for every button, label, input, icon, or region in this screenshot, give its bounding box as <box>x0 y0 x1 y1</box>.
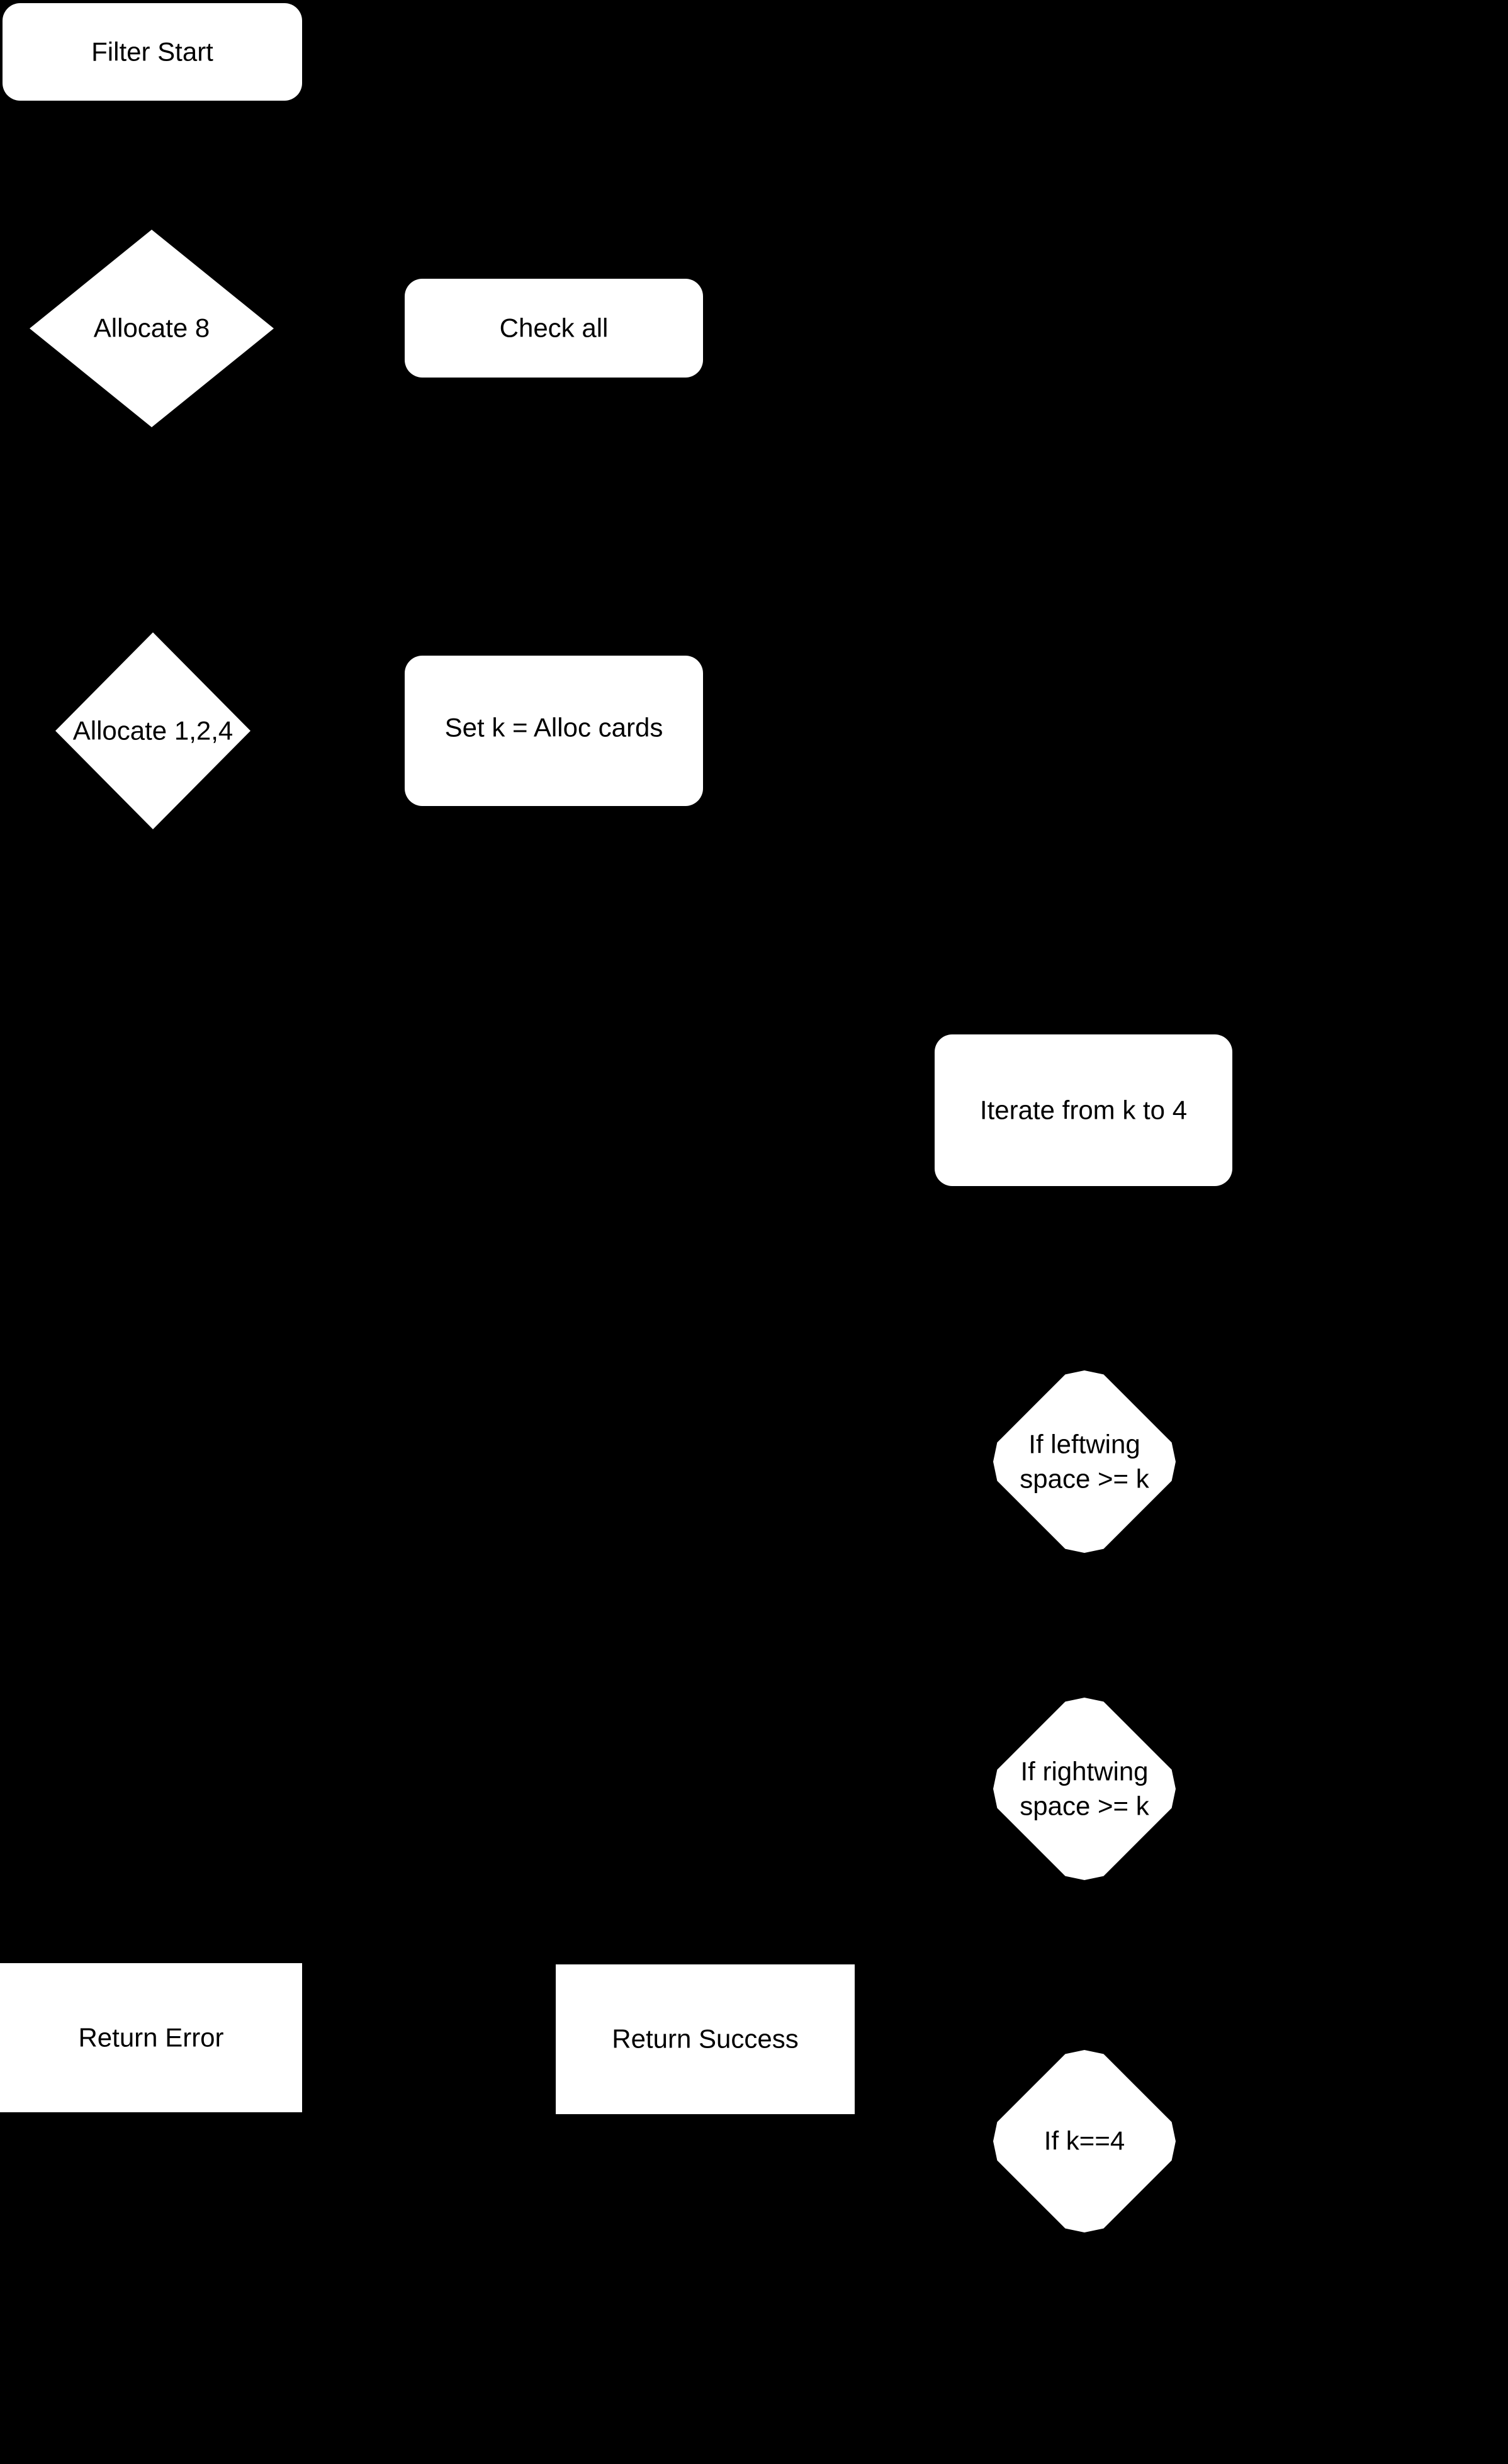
node-check-all-label: Check all <box>499 313 609 343</box>
node-filter-start-label: Filter Start <box>91 36 213 67</box>
node-if-leftwing[interactable] <box>993 1370 1176 1553</box>
node-return-success-label: Return Success <box>612 2024 799 2054</box>
node-set-k-label: Set k = Alloc cards <box>444 712 663 742</box>
node-check-all[interactable]: Check all <box>405 279 703 378</box>
node-return-error[interactable]: Return Error <box>0 1963 302 2112</box>
node-filter-start[interactable]: Filter Start <box>3 3 302 101</box>
node-allocate-8[interactable] <box>30 230 274 427</box>
node-return-success[interactable]: Return Success <box>556 1964 855 2114</box>
node-if-k-eq-4[interactable] <box>993 2050 1176 2232</box>
node-iterate-k[interactable]: Iterate from k to 4 <box>935 1034 1232 1186</box>
node-set-k[interactable]: Set k = Alloc cards <box>405 656 703 806</box>
node-iterate-k-label: Iterate from k to 4 <box>979 1095 1188 1125</box>
node-return-error-label: Return Error <box>78 2022 224 2052</box>
node-allocate-124[interactable] <box>55 632 250 829</box>
node-if-rightwing[interactable] <box>993 1698 1176 1880</box>
